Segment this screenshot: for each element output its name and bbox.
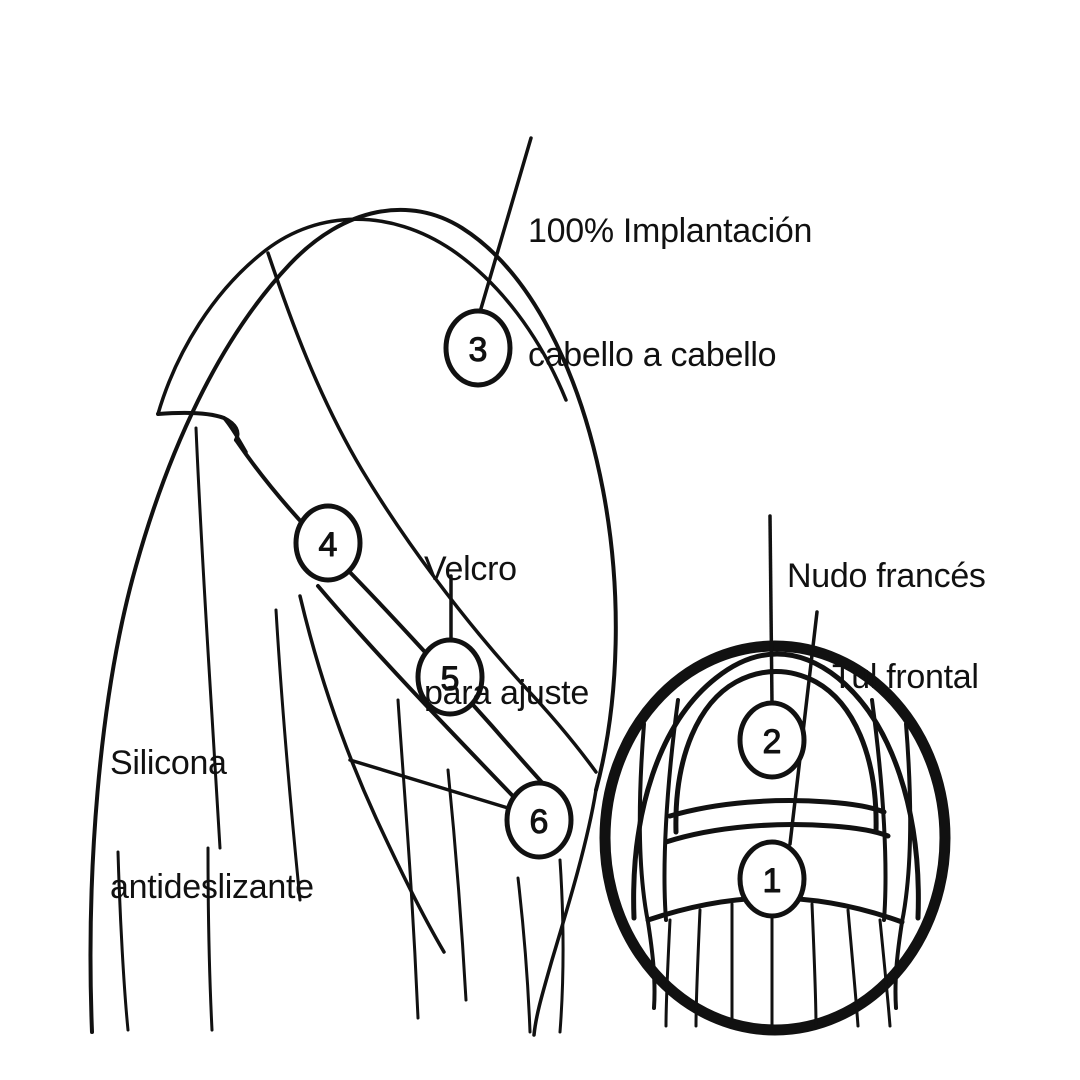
label-implantacion-line2: cabello a cabello (528, 336, 777, 375)
marker-2: 2 (737, 700, 807, 780)
marker-6-number: 6 (530, 803, 549, 841)
cap-band-lower-edge (663, 822, 891, 845)
cap-side-gusset-right (893, 722, 913, 1010)
label-velcro-line1: Velcro (424, 549, 517, 588)
inner-panel-seam (266, 251, 598, 774)
wig-right-hair-edge (532, 788, 598, 1037)
cap-hair-strand (664, 918, 672, 1028)
label-silicona-line1: Silicona (110, 743, 227, 782)
marker-5-ring (415, 637, 485, 717)
wig-side-view (88, 208, 618, 1037)
label-velcro-line2: para ajuste (424, 674, 589, 713)
leader-line-nudo-frances (768, 514, 774, 706)
wig-outer-contour (88, 208, 618, 1034)
marker-4: 4 (293, 503, 363, 583)
marker-3-ring (443, 308, 513, 388)
cap-hair-strand (810, 902, 818, 1028)
cap-outer-oval (599, 640, 951, 1036)
cap-hair-strand (846, 908, 860, 1028)
hair-strand (116, 850, 130, 1032)
label-nudo-frances: Nudo francés (787, 473, 986, 680)
cap-seam-right (870, 698, 888, 922)
cap-side-gusset-left (637, 722, 657, 1010)
leader-line-silicona (348, 758, 510, 810)
label-silicona: Silicona antideslizante (110, 660, 314, 992)
velcro-strap-upper-edge (234, 438, 568, 810)
cap-hair-strand (878, 918, 892, 1028)
label-tul-frontal: Tul frontal (832, 574, 979, 781)
temple-notch-inner (222, 416, 248, 454)
label-nudo-frances-line1: Nudo francés (787, 556, 986, 595)
marker-1: 1 (737, 839, 807, 919)
marker-2-number: 2 (763, 723, 782, 761)
wig-cap-front-view (599, 640, 951, 1036)
marker-3: 3 (443, 308, 513, 388)
number-markers: 3 4 5 6 2 (293, 308, 807, 919)
hair-strand (206, 846, 214, 1032)
silicone-strip-edge (194, 426, 222, 850)
marker-1-ring (737, 839, 807, 919)
hair-strand (274, 608, 302, 902)
marker-2-ring (737, 700, 807, 780)
hair-strand (558, 858, 565, 1034)
marker-3-number: 3 (469, 331, 488, 369)
label-implantacion: 100% Implantación cabello a cabello (528, 128, 812, 460)
hair-strand (396, 698, 420, 1020)
marker-1-number: 1 (763, 862, 782, 900)
marker-6-ring (504, 780, 574, 860)
hair-strand (516, 876, 532, 1034)
lace-front-panel (673, 669, 879, 835)
nape-edge (298, 594, 446, 954)
cap-hair-strand (694, 908, 702, 1028)
label-implantacion-line1: 100% Implantación (528, 211, 813, 250)
label-silicona-line2: antideslizante (110, 868, 314, 907)
cap-inner-dome (631, 651, 921, 921)
leader-line-implantacion (478, 136, 533, 314)
marker-4-number: 4 (319, 526, 338, 564)
cap-seam-left (662, 698, 680, 922)
marker-6: 6 (504, 780, 574, 860)
hair-strand (446, 768, 468, 1002)
marker-5-number: 5 (441, 660, 460, 698)
crown-seam-arc (156, 217, 568, 416)
label-tul-frontal-line1: Tul frontal (832, 657, 979, 696)
label-velcro: Velcro para ajuste (424, 466, 589, 798)
cap-band-upper-edge (667, 798, 887, 819)
marker-5: 5 (415, 637, 485, 717)
leader-lines (348, 136, 819, 846)
marker-4-ring (293, 503, 363, 583)
